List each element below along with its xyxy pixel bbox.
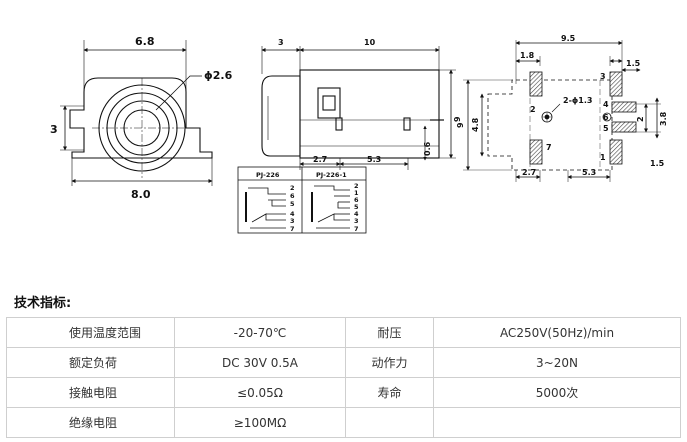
dim-pcb-bottom-right: 1.5 [650, 159, 665, 168]
dim-front-height: 3 [50, 123, 58, 136]
spec-value: -20-70℃ [174, 317, 346, 348]
schematic-right-pin: 2 [354, 182, 359, 190]
pcb-pin-number: 2 [530, 105, 536, 114]
schematic-left-pin: 7 [290, 225, 295, 233]
schematic-left-pin: 6 [290, 192, 295, 200]
dim-pcb-height: 9 [456, 122, 465, 128]
table-row: 接触电阻 ≤0.05Ω 寿命 5000次 [6, 377, 681, 408]
spec-value: 3~20N [433, 347, 681, 378]
pcb-pads [529, 71, 637, 165]
schematic-right-pin: 3 [354, 217, 359, 225]
dim-front-hole: ϕ2.6 [204, 69, 233, 82]
technical-drawing: 6.8 ϕ2.6 3 8.0 3 10 9 [50, 34, 668, 234]
schematic-left-pin: 5 [290, 200, 295, 208]
spec-value: ≥100MΩ [174, 407, 346, 438]
spec-value: 5000次 [433, 377, 681, 408]
spec-label [345, 407, 434, 438]
pcb-hole-note: 2-ϕ1.3 [563, 96, 592, 105]
dim-pcb-mid: 4.8 [471, 117, 480, 132]
spec-value [433, 407, 681, 438]
spec-label: 使用温度范围 [6, 317, 175, 348]
dim-side-height: 9 [453, 116, 462, 122]
schematic-right-pin: 7 [354, 225, 359, 233]
schematic-title-left: PJ-226 [256, 171, 280, 179]
pcb-pin-number: 6 [603, 113, 609, 122]
table-row: 使用温度范围 -20-70℃ 耐压 AC250V(50Hz)/min [6, 317, 681, 348]
spec-label: 接触电阻 [6, 377, 175, 408]
dim-side-pin: 0.6 [423, 141, 432, 156]
pcb-pin-number: 4 [603, 100, 609, 109]
dim-side-b: 5.3 [367, 155, 381, 164]
spec-label: 耐压 [345, 317, 434, 348]
schematic-right-pin: 4 [354, 210, 359, 218]
spec-label: 动作力 [345, 347, 434, 378]
pcb-pin-number: 5 [603, 124, 609, 133]
spec-value: ≤0.05Ω [174, 377, 346, 408]
dim-pcb-b: 5.3 [582, 168, 596, 177]
spec-label: 额定负荷 [6, 347, 175, 378]
spec-label: 寿命 [345, 377, 434, 408]
spec-table: 使用温度范围 -20-70℃ 耐压 AC250V(50Hz)/min 额定负荷 … [6, 317, 681, 438]
schematic-right-pin: 6 [354, 196, 359, 204]
dim-pcb-pad: 1.8 [520, 51, 535, 60]
schematic-left-pin: 3 [290, 217, 295, 225]
dim-pcb-pad-height: 2 [636, 116, 645, 122]
dim-pcb-top-right: 1.5 [626, 59, 641, 68]
schematic-right-pin: 5 [354, 203, 359, 211]
side-view [261, 46, 456, 170]
dim-pcb-total: 9.5 [561, 34, 576, 43]
schematic-right-pin: 1 [354, 189, 359, 197]
schematic-left-pin: 4 [290, 210, 295, 218]
schematic-title-right: PJ-226-1 [316, 171, 347, 179]
dim-front-width-bottom: 8.0 [131, 188, 151, 201]
dim-side-a: 2.7 [313, 155, 327, 164]
dim-pcb-pad-span: 3.8 [659, 111, 668, 126]
schematic-left-pin: 2 [290, 184, 295, 192]
table-row: 绝缘电阻 ≥100MΩ [6, 407, 681, 438]
dim-front-width-top: 6.8 [135, 35, 155, 48]
table-row: 额定负荷 DC 30V 0.5A 动作力 3~20N [6, 347, 681, 378]
dim-side-length: 10 [364, 38, 376, 47]
pcb-pin-number: 7 [546, 143, 552, 152]
spec-value: AC250V(50Hz)/min [433, 317, 681, 348]
pin-schematic [237, 166, 367, 234]
spec-value: DC 30V 0.5A [174, 347, 346, 378]
front-view [60, 40, 213, 186]
spec-heading: 技术指标: [14, 296, 72, 311]
dim-pcb-a: 2.7 [522, 168, 536, 177]
spec-label: 绝缘电阻 [6, 407, 175, 438]
pcb-pin-number: 1 [600, 153, 606, 162]
dim-side-nose: 3 [278, 38, 284, 47]
pcb-pin-number: 3 [600, 72, 606, 81]
